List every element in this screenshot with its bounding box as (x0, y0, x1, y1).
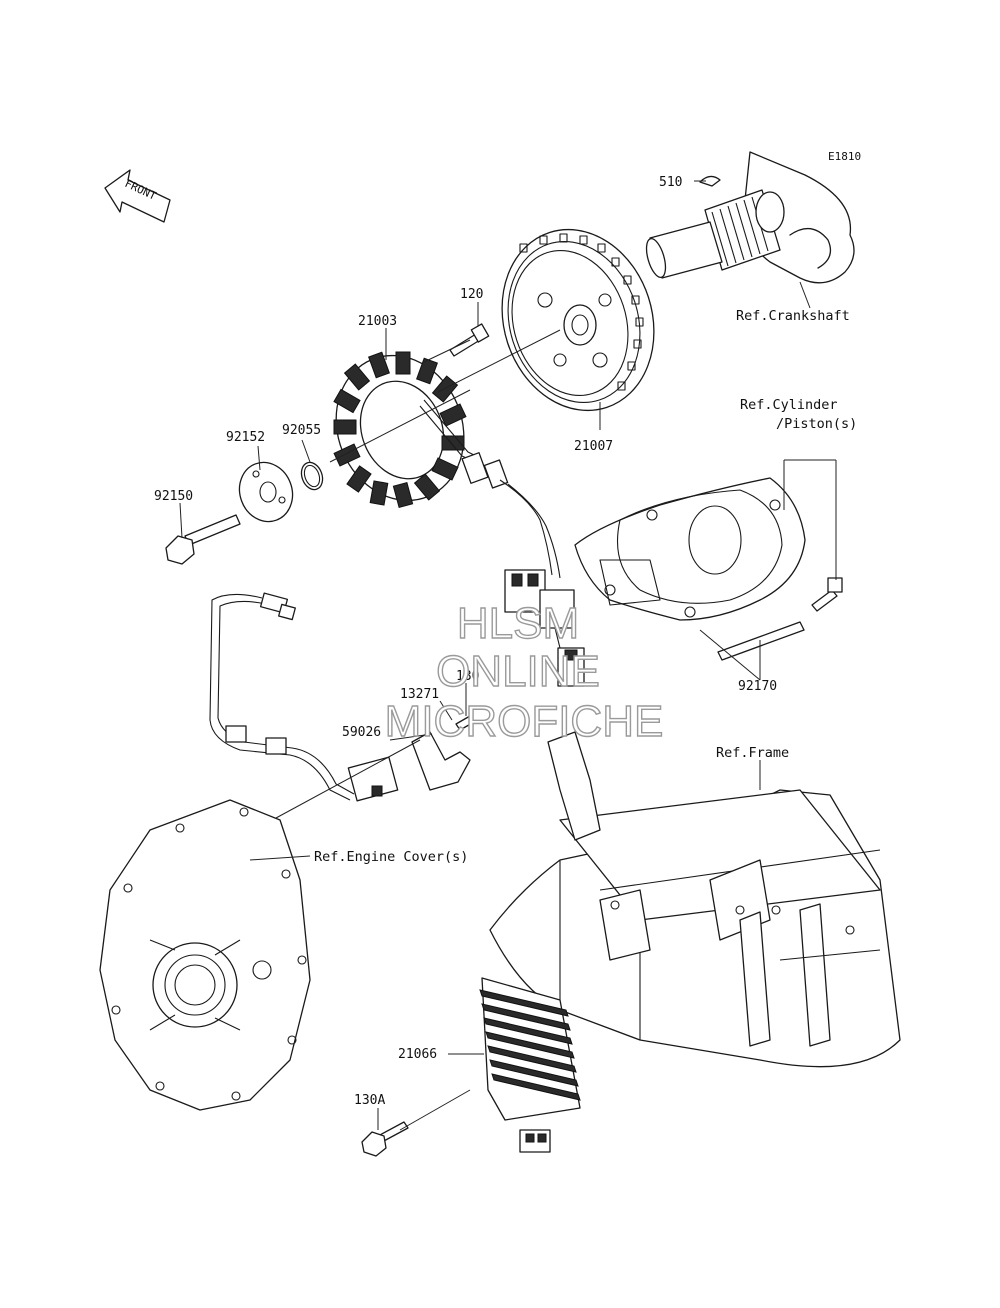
crankshaft-drawing (645, 151, 855, 284)
diagram-code: E1810 (828, 150, 861, 163)
regulator-rectifier-drawing (479, 977, 581, 1153)
leader-lines-upper (179, 180, 811, 539)
ref-cylinder: Ref.Cylinder (740, 397, 838, 413)
callout-59026: 59026 (342, 725, 381, 740)
bolt-cylinder-ref (811, 577, 843, 612)
watermark: HLSM ONLINE MICROFICHE (384, 598, 664, 746)
watermark-line1: HLSM (457, 599, 579, 648)
stator-lead-wire (499, 479, 561, 579)
callout-21007: 21007 (574, 439, 613, 454)
plate-92170 (717, 621, 805, 661)
stator-drawing (333, 351, 509, 509)
ref-engine-cover: Ref.Engine Cover(s) (314, 849, 468, 865)
stator-connector (504, 569, 585, 687)
leader-lines-cylinder (699, 459, 837, 681)
bolt-92150 (165, 514, 241, 565)
callout-13271: 13271 (400, 687, 439, 702)
callout-510: 510 (659, 175, 682, 190)
leader-lines-bracket (275, 683, 467, 819)
watermark-line3: MICROFICHE (385, 697, 664, 746)
ref-frame: Ref.Frame (716, 745, 789, 761)
cylinder-drawing (574, 477, 806, 621)
watermark-line2: ONLINE (436, 647, 600, 696)
wiring-harness (209, 592, 355, 801)
callout-92055: 92055 (282, 423, 321, 438)
o-ring-92055 (300, 461, 324, 491)
ref-cylinder-piston: /Piston(s) (776, 416, 857, 432)
callout-130a: 130A (354, 1093, 385, 1108)
callout-21066: 21066 (398, 1047, 437, 1062)
callout-130: 130 (456, 669, 479, 684)
callout-92150: 92150 (154, 489, 193, 504)
leader-lines-lower (377, 1053, 484, 1131)
callout-21003: 21003 (358, 314, 397, 329)
frame-drawing (489, 731, 901, 1068)
front-arrow-icon: FRONT (104, 169, 171, 223)
callout-92170: 92170 (738, 679, 777, 694)
ref-crankshaft: Ref.Crankshaft (736, 308, 850, 324)
callout-120: 120 (460, 287, 483, 302)
plate-92152 (238, 461, 294, 523)
woodruff-key (699, 175, 721, 187)
callout-92152: 92152 (226, 430, 265, 445)
bolt-130 (455, 715, 475, 731)
rotor-flywheel-drawing (501, 228, 655, 412)
bracket-13271 (411, 731, 471, 791)
connector-59026 (347, 756, 399, 802)
engine-cover-drawing (99, 799, 311, 1111)
bolt-120 (449, 323, 490, 357)
bolt-130a (361, 1121, 409, 1157)
